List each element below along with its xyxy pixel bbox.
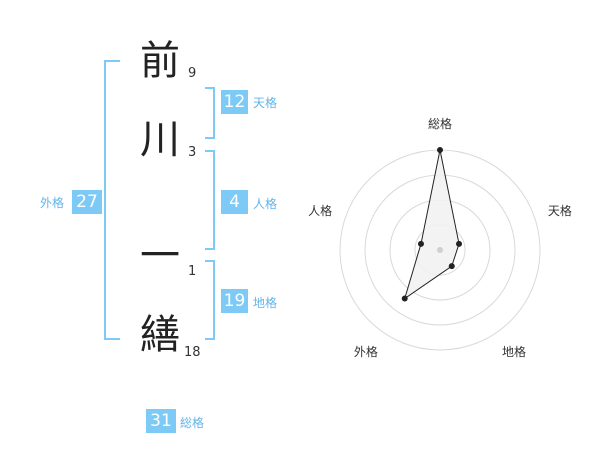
gaikaku-value: 27 — [72, 190, 102, 214]
radar-axis-label-gaikaku: 外格 — [354, 344, 378, 359]
radar-point-2 — [448, 263, 455, 270]
chikaku-value: 19 — [221, 289, 248, 313]
name-char-4: 繕 — [140, 312, 180, 358]
name-char-1: 前 — [140, 38, 180, 84]
radar-axis-label-soukaku: 総格 — [428, 116, 452, 131]
stroke-count-4: 18 — [184, 345, 201, 360]
radar-series-area — [403, 149, 460, 300]
radar-center-dot — [437, 247, 443, 253]
stroke-count-2: 3 — [188, 145, 197, 160]
tenkaku-value: 12 — [221, 90, 248, 114]
radar-point-4 — [417, 240, 424, 247]
name-char-3: 一 — [140, 233, 180, 279]
radar-point-0 — [437, 147, 443, 153]
gaikaku-label: 外格 — [40, 196, 65, 210]
jinkaku-value: 4 — [221, 190, 248, 214]
soukaku-value: 31 — [146, 409, 176, 433]
radar-point-3 — [401, 295, 408, 302]
radar-point-1 — [456, 240, 463, 247]
tenkaku-label: 天格 — [253, 96, 278, 110]
chikaku-label: 地格 — [253, 296, 278, 310]
name-char-2: 川 — [140, 117, 180, 163]
stroke-count-1: 9 — [188, 66, 197, 81]
soukaku-label: 総格 — [180, 416, 205, 430]
stroke-count-3: 1 — [188, 264, 197, 279]
radar-axis-label-chikaku: 地格 — [502, 344, 526, 359]
radar-axis-label-jinkaku: 人格 — [308, 203, 332, 218]
jinkaku-label: 人格 — [253, 197, 278, 211]
radar-axis-label-tenkaku: 天格 — [548, 203, 572, 218]
